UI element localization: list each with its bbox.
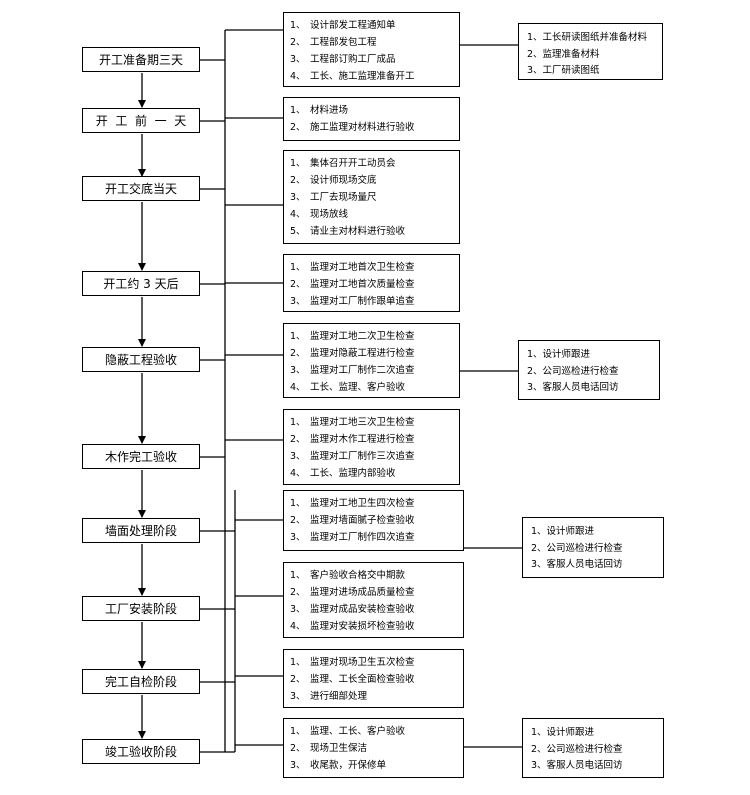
task-item: 4、工长、监理内部验收 (290, 468, 396, 479)
task-item: 2、设计师现场交底 (290, 175, 377, 186)
side-item: 3、客服人员电话回访 (531, 760, 623, 771)
task-item: 1、监理、工长、客户验收 (290, 726, 406, 737)
task-item: 4、工长、施工监理准备开工 (290, 71, 415, 82)
side-item: 2、公司巡检进行检查 (527, 365, 619, 377)
task-item: 4、工长、监理、客户验收 (290, 382, 406, 393)
stage-concealed-acceptance: 隐蔽工程验收 (82, 347, 200, 372)
task-item: 3、收尾款，开保修单 (290, 760, 387, 771)
side-box-wall-treatment: 1、设计师跟进 2、公司巡检进行检查 3、客服人员电话回访 (522, 517, 664, 578)
side-item: 2、公司巡检进行检查 (531, 542, 623, 554)
task-item: 1、集体召开开工动员会 (290, 158, 396, 169)
stage-day-before-start: 开 工 前 一 天 (82, 108, 200, 133)
task-item: 2、监理对工地首次质量检查 (290, 279, 415, 290)
stage-carpentry-acceptance: 木作完工验收 (82, 444, 200, 469)
task-item: 1、设计部发工程通知单 (290, 20, 396, 31)
task-item: 2、工程部发包工程 (290, 37, 377, 48)
task-box-handover-day: 1、集体召开开工动员会 2、设计师现场交底 3、工厂去现场量尺 4、现场放线 5… (283, 150, 460, 244)
stage-wall-treatment: 墙面处理阶段 (82, 518, 200, 543)
side-item: 1、设计师跟进 (531, 526, 595, 537)
task-item: 3、工程部订购工厂成品 (290, 54, 396, 65)
task-item: 4、监理对安装损坏检查验收 (290, 621, 415, 632)
side-box-concealed-acceptance: 1、设计师跟进 2、公司巡检进行检查 3、客服人员电话回访 (518, 340, 660, 400)
side-item: 3、工厂研读图纸 (527, 65, 600, 76)
task-item: 3、监理对工厂制作跟单追查 (290, 296, 415, 307)
stage-handover-day: 开工交底当天 (82, 176, 200, 201)
task-item: 3、监理对工厂制作四次追查 (290, 532, 415, 543)
side-item: 2、监理准备材料 (527, 48, 600, 60)
stage-factory-installation: 工厂安装阶段 (82, 596, 200, 621)
task-item: 1、监理对工地三次卫生检查 (290, 417, 415, 428)
task-box-preparation: 1、设计部发工程通知单 2、工程部发包工程 3、工程部订购工厂成品 4、工长、施… (283, 12, 460, 87)
stage-three-days-after: 开工约 3 天后 (82, 271, 200, 296)
task-box-day-before-start: 1、材料进场 2、施工监理对材料进行验收 (283, 97, 460, 141)
task-item: 1、监理对工地卫生四次检查 (290, 498, 415, 509)
task-box-carpentry-acceptance: 1、监理对工地三次卫生检查 2、监理对木作工程进行检查 3、监理对工厂制作三次追… (283, 409, 460, 485)
side-item: 2、公司巡检进行检查 (531, 743, 623, 755)
task-item: 3、进行细部处理 (290, 691, 368, 702)
task-item: 3、监理对工厂制作二次追查 (290, 365, 415, 376)
task-item: 1、客户验收合格交中期款 (290, 570, 406, 581)
task-item: 3、工厂去现场量尺 (290, 192, 377, 203)
side-item: 3、客服人员电话回访 (527, 382, 619, 393)
stage-self-inspection: 完工自检阶段 (82, 669, 200, 694)
task-item: 2、施工监理对材料进行验收 (290, 122, 415, 133)
task-item: 3、监理对成品安装检查验收 (290, 604, 415, 615)
task-item: 2、监理对隐蔽工程进行检查 (290, 348, 415, 359)
side-item: 1、设计师跟进 (531, 727, 595, 738)
task-box-factory-installation: 1、客户验收合格交中期款 2、监理对进场成品质量检查 3、监理对成品安装检查验收… (283, 562, 464, 638)
task-box-self-inspection: 1、监理对现场卫生五次检查 2、监理、工长全面检查验收 3、进行细部处理 (283, 649, 464, 708)
task-item: 2、监理对墙面腻子检查验收 (290, 515, 415, 526)
task-item: 1、监理对现场卫生五次检查 (290, 657, 415, 668)
task-item: 4、现场放线 (290, 209, 349, 220)
side-box-final-acceptance: 1、设计师跟进 2、公司巡检进行检查 3、客服人员电话回访 (522, 718, 664, 778)
task-item: 2、监理、工长全面检查验收 (290, 674, 415, 685)
task-item: 2、监理对木作工程进行检查 (290, 434, 415, 445)
task-item: 1、监理对工地首次卫生检查 (290, 262, 415, 273)
side-item: 1、工长研读图纸并准备材料 (527, 32, 648, 43)
stage-final-acceptance: 竣工验收阶段 (82, 739, 200, 764)
task-item: 2、监理对进场成品质量检查 (290, 587, 415, 598)
task-box-three-days-after: 1、监理对工地首次卫生检查 2、监理对工地首次质量检查 3、监理对工厂制作跟单追… (283, 254, 460, 312)
task-item: 3、监理对工厂制作三次追查 (290, 451, 415, 462)
side-box-preparation: 1、工长研读图纸并准备材料 2、监理准备材料 3、工厂研读图纸 (518, 23, 663, 80)
task-item: 1、监理对工地二次卫生检查 (290, 331, 415, 342)
side-item: 1、设计师跟进 (527, 349, 591, 360)
task-box-wall-treatment: 1、监理对工地卫生四次检查 2、监理对墙面腻子检查验收 3、监理对工厂制作四次追… (283, 490, 464, 551)
stage-preparation: 开工准备期三天 (82, 47, 200, 72)
side-item: 3、客服人员电话回访 (531, 559, 623, 570)
task-item: 5、请业主对材料进行验收 (290, 226, 406, 237)
task-item: 2、现场卫生保洁 (290, 743, 368, 754)
task-box-concealed-acceptance: 1、监理对工地二次卫生检查 2、监理对隐蔽工程进行检查 3、监理对工厂制作二次追… (283, 323, 460, 398)
task-item: 1、材料进场 (290, 105, 349, 116)
task-box-final-acceptance: 1、监理、工长、客户验收 2、现场卫生保洁 3、收尾款，开保修单 (283, 718, 464, 778)
